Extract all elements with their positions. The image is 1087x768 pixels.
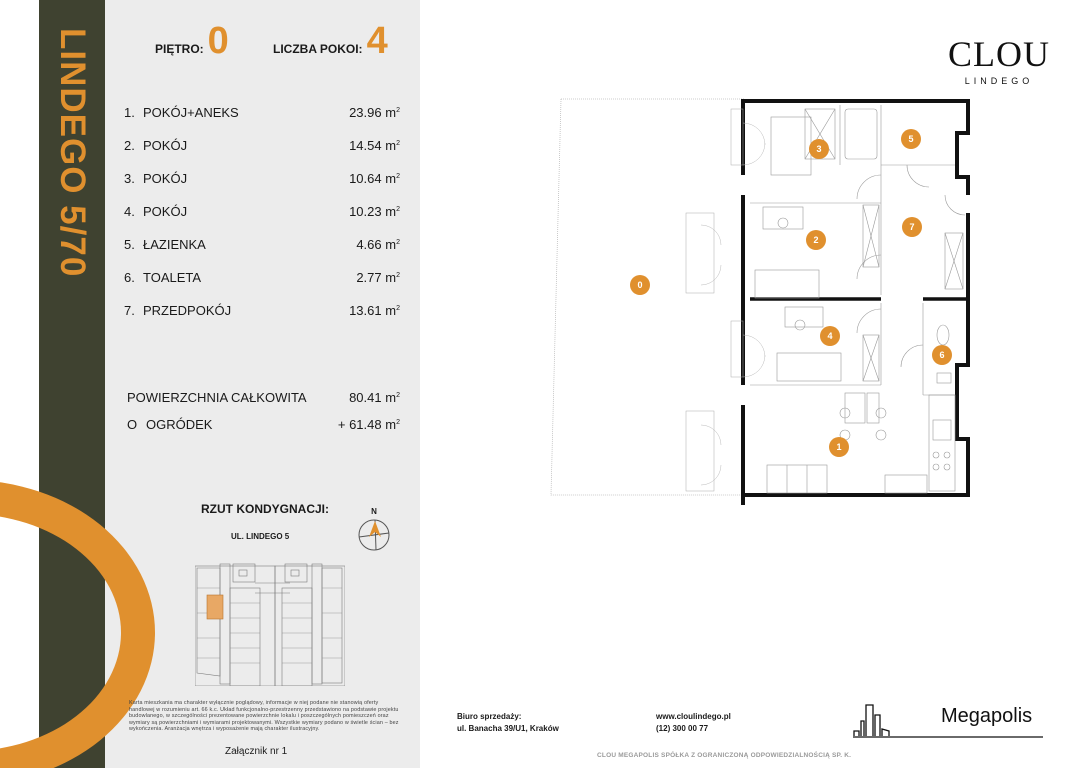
street-label: UL. LINDEGO 5	[231, 532, 290, 541]
total-area-label: POWIERZCHNIA CAŁKOWITA	[127, 390, 307, 405]
compass-icon: N	[358, 507, 390, 551]
room-area: 4.66 m2	[356, 237, 400, 252]
contact-info: www.cloulindego.pl (12) 300 00 77	[656, 711, 731, 735]
disclaimer-text: Karta mieszkania ma charakter wyłącznie …	[129, 700, 399, 733]
rooms-count-value: 4	[366, 20, 388, 62]
room-marker-7: 7	[902, 217, 922, 237]
svg-text:0: 0	[637, 280, 642, 290]
megapolis-brand-text: Megapolis	[941, 705, 1033, 727]
highlighted-apartment	[206, 594, 224, 620]
room-name: 2.POKÓJ	[124, 138, 188, 153]
room-name: 6.TOALETA	[124, 270, 202, 285]
info-sidebar: LINDEGO 5/70 PIĘTRO: 0 LICZBA POKOI: 4 1…	[0, 0, 420, 768]
sales-office-address: ul. Banacha 39/U1, Kraków	[457, 724, 559, 733]
room-row: 7.PRZEDPOKÓJ 13.61 m2	[124, 294, 400, 327]
rooms-count-label: LICZBA POKOI:	[273, 42, 363, 56]
room-name: 1.POKÓJ+ANEKS	[124, 105, 239, 120]
room-row: 2.POKÓJ 14.54 m2	[124, 129, 400, 162]
room-name: 4.POKÓJ	[124, 204, 188, 219]
room-marker-4: 4	[820, 326, 840, 346]
sales-office: Biuro sprzedaży: ul. Banacha 39/U1, Krak…	[457, 711, 559, 735]
room-marker-1: 1	[829, 437, 849, 457]
clou-logo: CLOU LINDEGO	[948, 36, 1050, 86]
room-area: 13.61 m2	[349, 303, 400, 318]
room-name: 3.POKÓJ	[124, 171, 188, 186]
website-link[interactable]: www.cloulindego.pl	[656, 712, 731, 721]
apartment-title: LINDEGO 5/70	[53, 28, 92, 278]
room-marker-0: 0	[630, 275, 650, 295]
room-marker-2: 2	[806, 230, 826, 250]
garden-area-value: + 61.48 m2	[337, 417, 400, 432]
total-area-value: 80.41 m2	[349, 390, 400, 405]
room-row: 1.POKÓJ+ANEKS 23.96 m2	[124, 96, 400, 129]
room-row: 3.POKÓJ 10.64 m2	[124, 162, 400, 195]
room-list: 1.POKÓJ+ANEKS 23.96 m2 2.POKÓJ 14.54 m2 …	[124, 96, 400, 327]
logo-main-text: CLOU	[948, 34, 1050, 74]
compass-north-label: N	[371, 507, 377, 516]
room-name: 5.ŁAZIENKA	[124, 237, 206, 252]
skyline-icon	[853, 704, 1043, 738]
room-row: 5.ŁAZIENKA 4.66 m2	[124, 228, 400, 261]
room-area: 2.77 m2	[356, 270, 400, 285]
room-area: 23.96 m2	[349, 105, 400, 120]
apartment-floor-plan: 0 1 2 3 4 5 6 7	[550, 98, 970, 505]
annex-label: Załącznik nr 1	[225, 746, 288, 757]
room-marker-5: 5	[901, 129, 921, 149]
room-name: 7.PRZEDPOKÓJ	[124, 303, 232, 318]
room-marker-3: 3	[809, 139, 829, 159]
company-legal-name: CLOU MEGAPOLIS SPÓŁKA Z OGRANICZONĄ ODPO…	[597, 752, 852, 759]
megapolis-logo: Megapolis	[853, 703, 1045, 739]
svg-text:2: 2	[813, 235, 818, 245]
floor-stat: PIĘTRO: 0	[155, 22, 229, 60]
floor-label: PIĘTRO:	[155, 42, 204, 56]
room-area: 14.54 m2	[349, 138, 400, 153]
logo-sub-text: LINDEGO	[964, 76, 1034, 86]
building-site-plan	[195, 563, 345, 686]
svg-text:6: 6	[939, 350, 944, 360]
info-panel-background	[105, 0, 420, 768]
floor-plan-heading: RZUT KONDYGNACJI:	[201, 502, 329, 516]
room-row: 6.TOALETA 2.77 m2	[124, 261, 400, 294]
room-area: 10.23 m2	[349, 204, 400, 219]
sales-office-label: Biuro sprzedaży:	[457, 712, 522, 721]
room-row: 4.POKÓJ 10.23 m2	[124, 195, 400, 228]
svg-text:3: 3	[816, 144, 821, 154]
floor-value: 0	[207, 20, 229, 62]
svg-text:1: 1	[836, 442, 841, 452]
phone-number[interactable]: (12) 300 00 77	[656, 724, 709, 733]
svg-text:5: 5	[908, 134, 913, 144]
room-area: 10.64 m2	[349, 171, 400, 186]
room-marker-6: 6	[932, 345, 952, 365]
svg-text:4: 4	[827, 331, 832, 341]
rooms-count-stat: LICZBA POKOI: 4	[273, 22, 388, 60]
svg-text:7: 7	[909, 222, 914, 232]
total-area-row: POWIERZCHNIA CAŁKOWITA 80.41 m2	[127, 384, 400, 411]
